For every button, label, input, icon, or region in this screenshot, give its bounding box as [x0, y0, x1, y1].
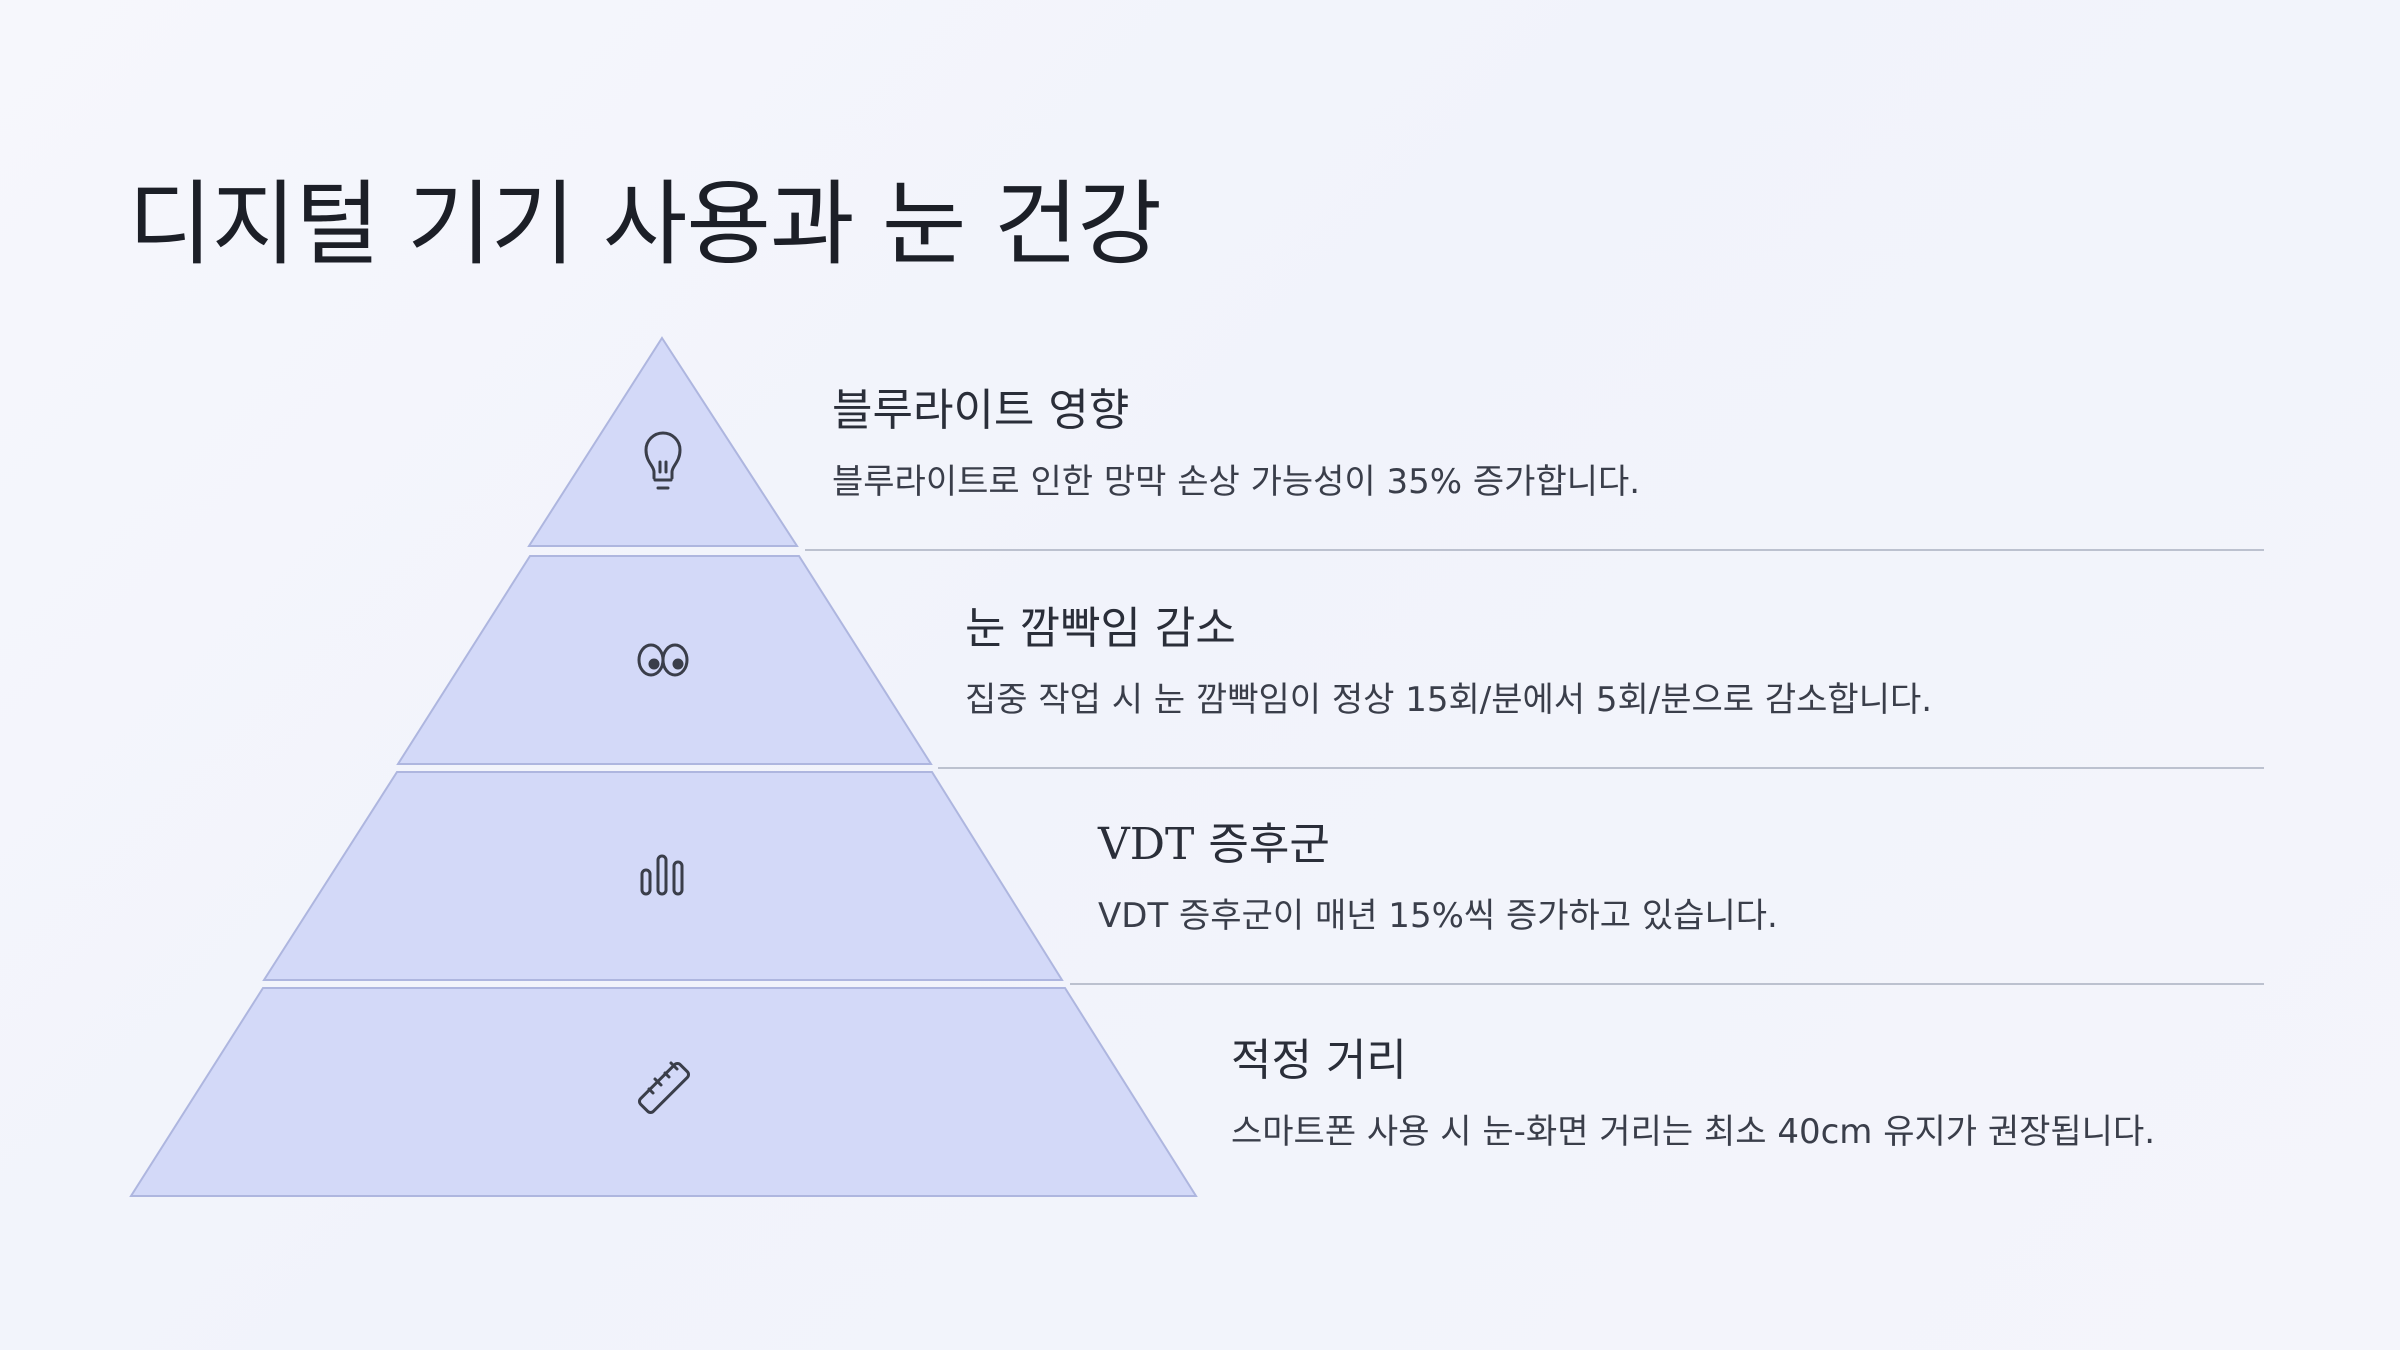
- tier-1-description: 블루라이트로 인한 망막 손상 가능성이 35% 증가합니다.: [832, 462, 1641, 502]
- tier-3-description: VDT 증후군이 매년 15%씩 증가하고 있습니다.: [1098, 896, 1778, 936]
- tier-1-title: 블루라이트 영향: [832, 385, 1130, 436]
- lightbulb-icon: [644, 431, 682, 490]
- pyramid-tier-3: [262, 771, 1064, 981]
- tier-2-description: 집중 작업 시 눈 깜빡임이 정상 15회/분에서 5회/분으로 감소합니다.: [965, 680, 1933, 720]
- bar-chart-icon: [640, 854, 684, 896]
- tier-4-title: 적정 거리: [1231, 1035, 1407, 1086]
- tier-2-title: 눈 깜빡임 감소: [965, 603, 1236, 654]
- pyramid-tier-1: [527, 336, 799, 547]
- tier-4-description: 스마트폰 사용 시 눈-화면 거리는 최소 40cm 유지가 권장됩니다.: [1231, 1112, 2156, 1152]
- pyramid-tier-4: [129, 987, 1198, 1197]
- eyes-icon: [637, 643, 689, 677]
- ruler-icon: [637, 1061, 691, 1115]
- page-title: 디지털 기기 사용과 눈 건강: [128, 171, 1162, 278]
- tier-3-title: VDT 증후군: [1098, 819, 1330, 870]
